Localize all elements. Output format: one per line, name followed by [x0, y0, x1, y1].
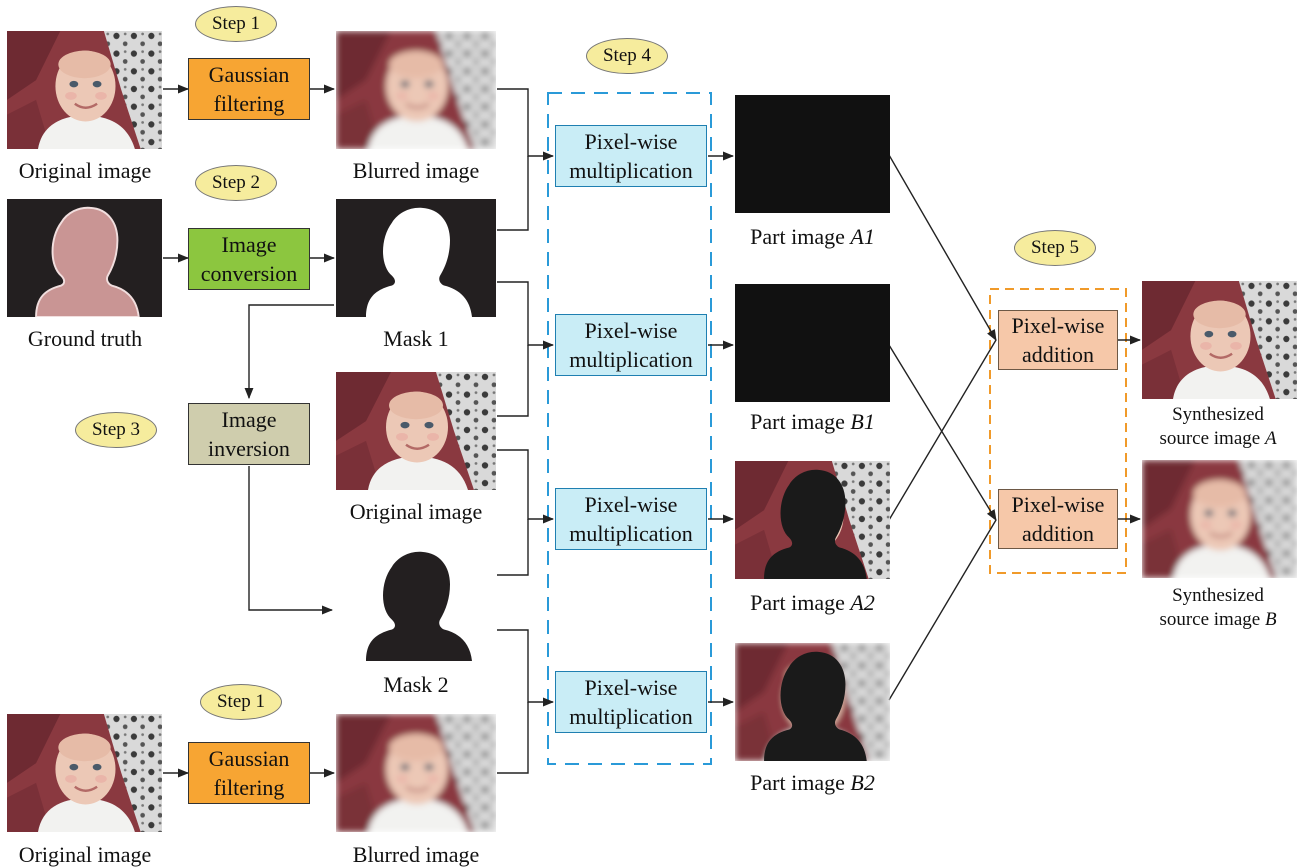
line-orig-to-mult2: [497, 345, 529, 417]
box-line: filtering: [213, 775, 285, 800]
multiplication-box-4: Pixel-wise multiplication: [555, 671, 707, 733]
step5-frame: [989, 288, 1127, 574]
caption-part-b2: Part image B2: [725, 771, 900, 795]
caption-part-a1: Part image A1: [725, 225, 900, 249]
caption-text: Synthesized: [1172, 404, 1264, 425]
synthesized-image-a: [1142, 281, 1297, 399]
box-line: conversion: [200, 261, 298, 286]
caption-part-a2: Part image A2: [725, 591, 900, 615]
caption-synth-b: Synthesized source image B: [1134, 584, 1302, 632]
caption-original-top: Original image: [18, 158, 152, 183]
caption-text: source image: [1159, 428, 1265, 449]
box-line: Image: [221, 407, 277, 432]
box-line: Pixel-wise: [1011, 313, 1105, 338]
line-blur-to-mult4: [497, 702, 529, 774]
part-image-b2: [735, 643, 890, 761]
caption-text: Synthesized: [1172, 585, 1264, 606]
synthesized-image-b: [1142, 460, 1297, 578]
part-image-a2: [735, 461, 890, 579]
caption-text: Part image: [750, 409, 851, 434]
line-b1-to-add2: [888, 344, 997, 521]
original-image-mid: [336, 372, 496, 490]
caption-id: A2: [850, 590, 875, 615]
mask1-image: [336, 199, 496, 317]
gaussian-filtering-top-box: Gaussian filtering: [188, 58, 310, 120]
ground-truth-image: [7, 199, 162, 317]
addition-box-1: Pixel-wise addition: [998, 310, 1118, 370]
caption-id: B: [1264, 609, 1277, 630]
image-conversion-box: Image conversion: [188, 228, 310, 290]
line-blur-to-mult1: [497, 88, 555, 161]
box-line: inversion: [208, 436, 290, 461]
box-line: multiplication: [569, 347, 693, 372]
line-mask1-to-inversion: [244, 304, 334, 400]
caption-mask1: Mask 1: [383, 326, 449, 351]
image-inversion-box: Image inversion: [188, 403, 310, 465]
line-mask2-to-mult4: [497, 629, 555, 707]
addition-box-2: Pixel-wise addition: [998, 489, 1118, 549]
caption-id: B1: [850, 409, 875, 434]
caption-mask2: Mask 2: [383, 672, 449, 697]
caption-original-mid: Original image: [349, 499, 483, 524]
caption-synth-a: Synthesized source image A: [1134, 403, 1302, 451]
line-inversion-to-mask2: [248, 466, 334, 615]
box-line: addition: [1021, 342, 1095, 367]
box-line: Pixel-wise: [1011, 492, 1105, 517]
box-line: filtering: [213, 91, 285, 116]
caption-text: Part image: [750, 770, 851, 795]
box-line: multiplication: [569, 704, 693, 729]
step4-label: Step 4: [586, 38, 668, 74]
box-line: multiplication: [569, 158, 693, 183]
multiplication-box-3: Pixel-wise multiplication: [555, 488, 707, 550]
step1-bottom-label: Step 1: [200, 684, 282, 720]
box-line: Gaussian: [208, 746, 290, 771]
caption-part-b1: Part image B1: [725, 410, 900, 434]
line-b2-to-add2: [888, 519, 997, 701]
box-line: Image: [221, 232, 277, 257]
multiplication-box-1: Pixel-wise multiplication: [555, 125, 707, 187]
blurred-image-bottom: [336, 714, 496, 832]
line-a2-to-add1: [888, 339, 997, 521]
box-line: Pixel-wise: [584, 318, 678, 343]
line-a1-to-add1: [888, 154, 997, 341]
original-image-bottom: [7, 714, 162, 832]
box-line: Pixel-wise: [584, 492, 678, 517]
original-image-top: [7, 31, 162, 149]
box-line: addition: [1021, 521, 1095, 546]
line-mask1-to-mult1: [497, 156, 529, 231]
caption-text: source image: [1159, 609, 1265, 630]
step5-label: Step 5: [1014, 230, 1096, 266]
blurred-image-top: [336, 31, 496, 149]
caption-id: B2: [850, 770, 875, 795]
step2-label: Step 2: [195, 165, 277, 201]
part-image-a1: [735, 95, 890, 213]
line-mask2-to-mult3: [497, 519, 529, 576]
caption-original-bottom: Original image: [18, 842, 152, 867]
step3-label: Step 3: [75, 412, 157, 448]
caption-text: Part image: [750, 590, 851, 615]
mask2-image: [336, 543, 496, 661]
line-orig-to-mult3: [497, 449, 555, 524]
box-line: Gaussian: [208, 62, 290, 87]
multiplication-box-2: Pixel-wise multiplication: [555, 314, 707, 376]
step1-top-label: Step 1: [195, 6, 277, 42]
caption-id: A1: [850, 224, 875, 249]
line-mask1-to-mult2: [497, 281, 555, 350]
caption-blurred-top: Blurred image: [352, 158, 480, 183]
caption-blurred-bottom: Blurred image: [352, 842, 480, 867]
box-line: Pixel-wise: [584, 675, 678, 700]
part-image-b1: [735, 284, 890, 402]
caption-ground-truth: Ground truth: [27, 326, 143, 351]
box-line: Pixel-wise: [584, 129, 678, 154]
caption-text: Part image: [750, 224, 851, 249]
step4-frame: [547, 92, 712, 765]
caption-id: A: [1264, 428, 1277, 449]
box-line: multiplication: [569, 521, 693, 546]
gaussian-filtering-bottom-box: Gaussian filtering: [188, 742, 310, 804]
